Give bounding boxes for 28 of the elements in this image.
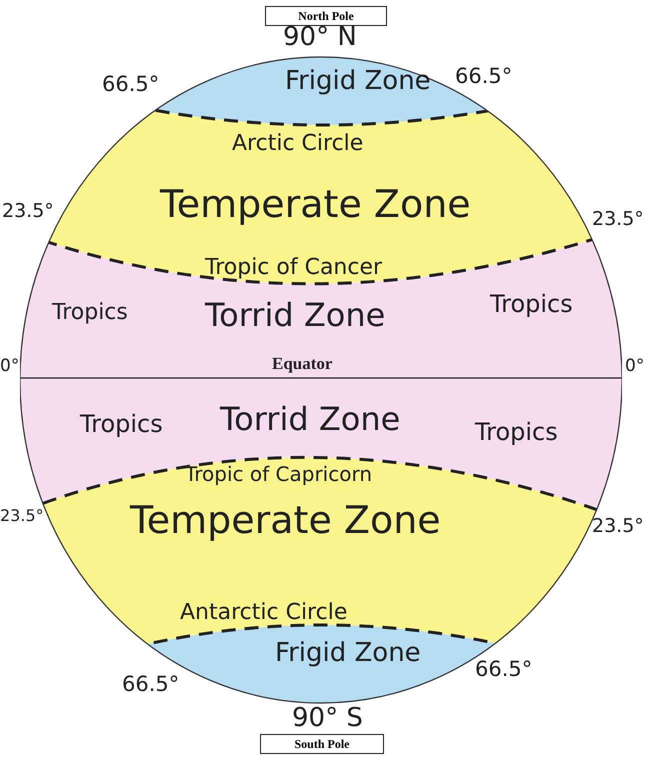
zone-name: Temperate Zone: [160, 182, 471, 226]
degree-label: 23.5°: [0, 506, 44, 525]
circle-label: Tropic of Capricorn: [185, 462, 372, 486]
degree-label: 23.5°: [2, 200, 54, 222]
zone-name: Temperate Zone: [130, 498, 441, 542]
degree-label: 66.5°: [122, 672, 180, 696]
degree-label: 66.5°: [455, 64, 512, 88]
degree-label: 66.5°: [102, 72, 160, 96]
degree-label: 23.5°: [592, 208, 644, 230]
pole-label: South Pole: [260, 734, 384, 754]
degree-label: 0°: [625, 356, 644, 376]
zone-name: Torrid Zone: [220, 400, 400, 438]
degree-label: 66.5°: [475, 657, 532, 681]
degree-label: 23.5°: [592, 515, 644, 537]
zone-name: Tropics: [475, 418, 558, 446]
zone-name: Frigid Zone: [285, 66, 431, 96]
zone-name: Tropics: [80, 410, 163, 438]
zone-name: Tropics: [52, 300, 128, 325]
latitude-label: 90° S: [292, 703, 363, 733]
zone-name: Tropics: [490, 290, 573, 318]
equator-label: Equator: [272, 354, 332, 374]
pole-label: North Pole: [265, 6, 387, 26]
degree-label: 0°: [0, 356, 20, 376]
circle-label: Tropic of Cancer: [205, 255, 382, 280]
circle-label: Antarctic Circle: [180, 600, 348, 625]
zone-name: Torrid Zone: [205, 296, 386, 334]
zone-name: Frigid Zone: [275, 638, 421, 668]
circle-label: Arctic Circle: [232, 131, 364, 156]
